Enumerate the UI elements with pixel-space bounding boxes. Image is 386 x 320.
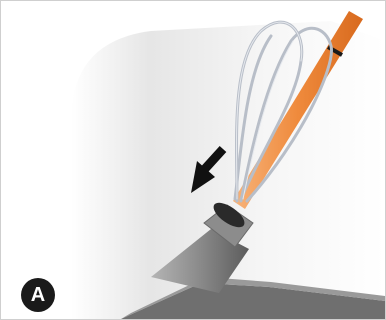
panel-label-badge: A <box>21 278 55 312</box>
